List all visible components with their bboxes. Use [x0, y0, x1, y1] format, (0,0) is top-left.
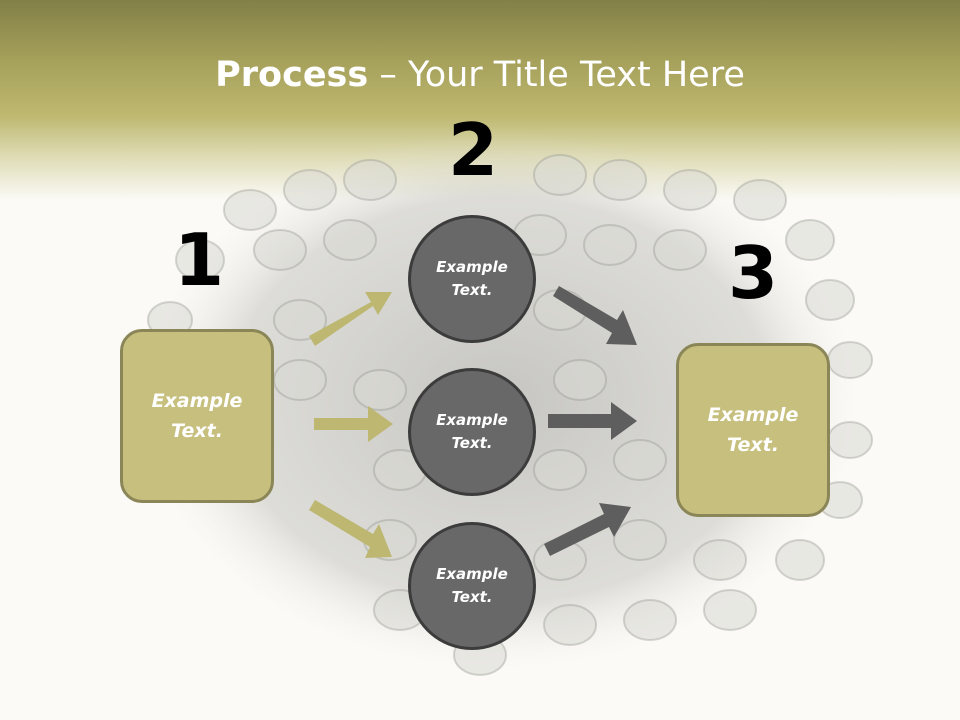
process-circle-1: Example Text.	[408, 215, 536, 343]
process-circle-2: Example Text.	[408, 368, 536, 496]
arrow-left-up	[309, 292, 392, 346]
arrow-right-middle	[548, 402, 637, 440]
page-title: Process – Your Title Text Here	[0, 52, 960, 98]
right-example-box: Example Text.	[676, 343, 830, 517]
circle-1-line2: Text.	[451, 281, 493, 299]
arrow-left-down	[309, 500, 392, 558]
step-number-2: 2	[447, 108, 499, 192]
step-number-1: 1	[173, 218, 225, 302]
right-box-line2: Text.	[727, 434, 779, 456]
circle-3-line1: Example	[436, 565, 508, 583]
arrow-left-middle	[314, 406, 393, 442]
arrow-right-bottom	[544, 503, 631, 556]
left-box-line1: Example	[151, 390, 243, 412]
circle-1-line1: Example	[436, 258, 508, 276]
title-rest: – Your Title Text Here	[368, 55, 745, 95]
right-box-line1: Example	[707, 404, 799, 426]
step-number-3: 3	[727, 231, 779, 315]
left-box-line2: Text.	[171, 420, 223, 442]
arrow-right-top	[553, 286, 637, 345]
process-circle-3: Example Text.	[408, 522, 536, 650]
title-bold: Process	[215, 55, 369, 95]
circle-2-line1: Example	[436, 411, 508, 429]
circle-2-line2: Text.	[451, 434, 493, 452]
left-example-box: Example Text.	[120, 329, 274, 503]
circle-3-line2: Text.	[451, 588, 493, 606]
